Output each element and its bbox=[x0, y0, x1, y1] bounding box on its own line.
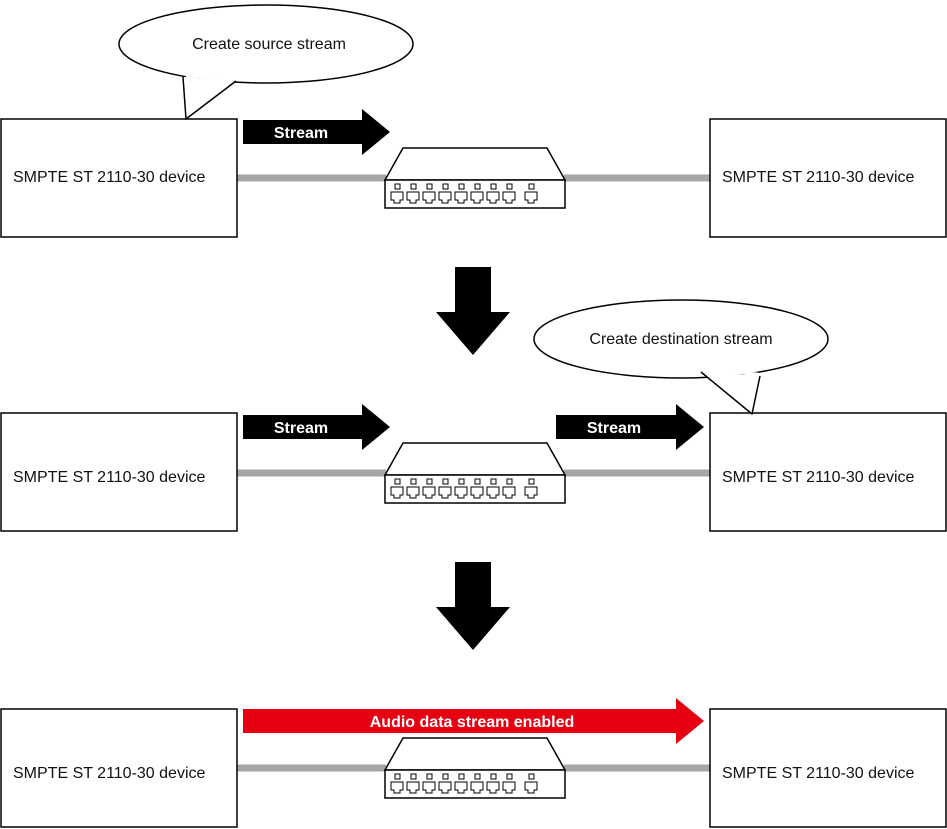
speech-bubble: Create source stream bbox=[118, 4, 414, 120]
network-switch-icon bbox=[384, 442, 566, 504]
destination-device-box bbox=[709, 708, 947, 828]
destination-device-label: SMPTE ST 2110-30 device bbox=[722, 469, 914, 486]
destination-device-box bbox=[709, 412, 947, 532]
stream-arrow-label: Stream bbox=[587, 420, 641, 437]
down-arrow-icon bbox=[436, 562, 510, 650]
enabled-stream-arrow: Audio data stream enabled bbox=[243, 698, 704, 744]
stream-arrow-label: Stream bbox=[274, 420, 328, 437]
source-device-box bbox=[0, 118, 238, 238]
enabled-stream-label: Audio data stream enabled bbox=[370, 714, 575, 731]
bubble-text: Create destination stream bbox=[589, 331, 772, 348]
stage-3: SMPTE ST 2110-30 device SMPTE ST 2110-30… bbox=[0, 698, 947, 828]
source-device-label: SMPTE ST 2110-30 device bbox=[13, 765, 205, 782]
bubble-text: Create source stream bbox=[192, 36, 346, 53]
source-device-label: SMPTE ST 2110-30 device bbox=[13, 169, 205, 186]
stream-arrow: Stream bbox=[243, 404, 390, 450]
stage-2: SMPTE ST 2110-30 device SMPTE ST 2110-30… bbox=[0, 299, 947, 532]
source-device-box bbox=[0, 708, 238, 828]
destination-device-label: SMPTE ST 2110-30 device bbox=[722, 169, 914, 186]
stage-1: SMPTE ST 2110-30 device SMPTE ST 2110-30… bbox=[0, 4, 947, 238]
source-device-label: SMPTE ST 2110-30 device bbox=[13, 469, 205, 486]
stream-arrow: Stream bbox=[556, 404, 704, 450]
source-device-box bbox=[0, 412, 238, 532]
stream-arrow-label: Stream bbox=[274, 125, 328, 142]
stream-arrow: Stream bbox=[243, 109, 390, 155]
destination-device-box bbox=[709, 118, 947, 238]
down-arrow-icon bbox=[436, 267, 510, 355]
network-switch-icon bbox=[384, 147, 566, 209]
destination-device-label: SMPTE ST 2110-30 device bbox=[722, 765, 914, 782]
network-switch-icon bbox=[384, 737, 566, 799]
speech-bubble: Create destination stream bbox=[533, 299, 829, 415]
